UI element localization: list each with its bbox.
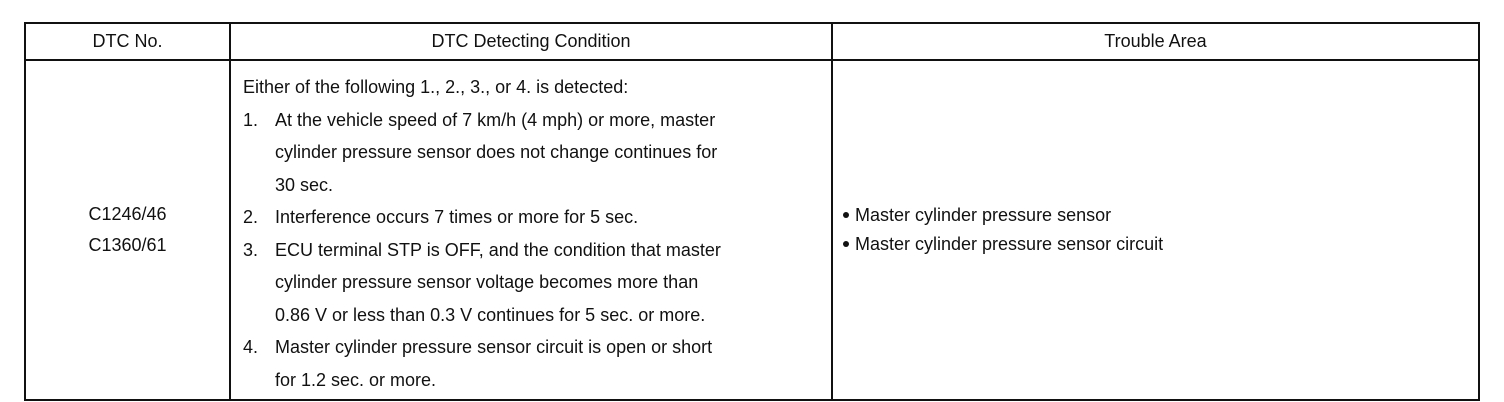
- header-trouble-area: Trouble Area: [831, 22, 1480, 61]
- condition-line: 0.86 V or less than 0.3 V continues for …: [275, 304, 706, 325]
- condition-number: 2.: [243, 207, 259, 227]
- dtc-code: C1246/46: [88, 204, 167, 224]
- condition-line: for 1.2 sec. or more.: [275, 369, 437, 390]
- condition-item: 2. Interference occurs 7 times or more f…: [243, 201, 823, 234]
- table-header: DTC No. DTC Detecting Condition Trouble …: [24, 22, 1480, 61]
- trouble-area-text: Master cylinder pressure sensor circuit: [855, 234, 1164, 254]
- trouble-area-cell: Master cylinder pressure sensor Master c…: [831, 59, 1480, 401]
- condition-line: Interference occurs 7 times or more for …: [275, 207, 639, 227]
- condition-item: 3. ECU terminal STP is OFF, and the cond…: [243, 234, 823, 332]
- trouble-area-text: Master cylinder pressure sensor: [855, 205, 1112, 225]
- condition-cell: Either of the following 1., 2., 3., or 4…: [229, 59, 833, 401]
- condition-line: cylinder pressure sensor voltage becomes…: [275, 272, 699, 292]
- condition-text: Interference occurs 7 times or more for …: [275, 201, 823, 234]
- header-dtc-no: DTC No.: [24, 22, 231, 61]
- condition-line: ECU terminal STP is OFF, and the conditi…: [275, 239, 721, 260]
- bullet-icon: [843, 211, 849, 218]
- condition-text: Master cylinder pressure sensor circuit …: [275, 331, 823, 396]
- condition-text: ECU terminal STP is OFF, and the conditi…: [275, 234, 823, 332]
- header-row: DTC No. DTC Detecting Condition Trouble …: [24, 22, 1480, 61]
- dtc-code: C1360/61: [88, 235, 167, 255]
- condition-number: 3.: [243, 239, 259, 260]
- condition-item: 1. At the vehicle speed of 7 km/h (4 mph…: [243, 104, 823, 202]
- table-row: C1246/46 C1360/61 Either of the followin…: [24, 59, 1480, 401]
- trouble-area-item: Master cylinder pressure sensor: [843, 201, 1478, 230]
- condition-text: At the vehicle speed of 7 km/h (4 mph) o…: [275, 104, 823, 202]
- dtc-table: DTC No. DTC Detecting Condition Trouble …: [24, 22, 1480, 401]
- condition-line: Master cylinder pressure sensor circuit …: [275, 337, 713, 357]
- condition-intro: Either of the following 1., 2., 3., or 4…: [243, 77, 629, 97]
- header-detecting-condition: DTC Detecting Condition: [229, 22, 833, 61]
- trouble-area-item: Master cylinder pressure sensor circuit: [843, 230, 1478, 259]
- condition-line: At the vehicle speed of 7 km/h (4 mph) o…: [275, 109, 716, 130]
- condition-line: 30 sec.: [275, 174, 334, 195]
- dtc-code-cell: C1246/46 C1360/61: [24, 59, 231, 401]
- condition-number: 1.: [243, 109, 259, 130]
- condition-item: 4. Master cylinder pressure sensor circu…: [243, 331, 823, 396]
- bullet-icon: [843, 240, 849, 247]
- condition-number: 4.: [243, 337, 259, 357]
- condition-line: cylinder pressure sensor does not change…: [275, 142, 718, 162]
